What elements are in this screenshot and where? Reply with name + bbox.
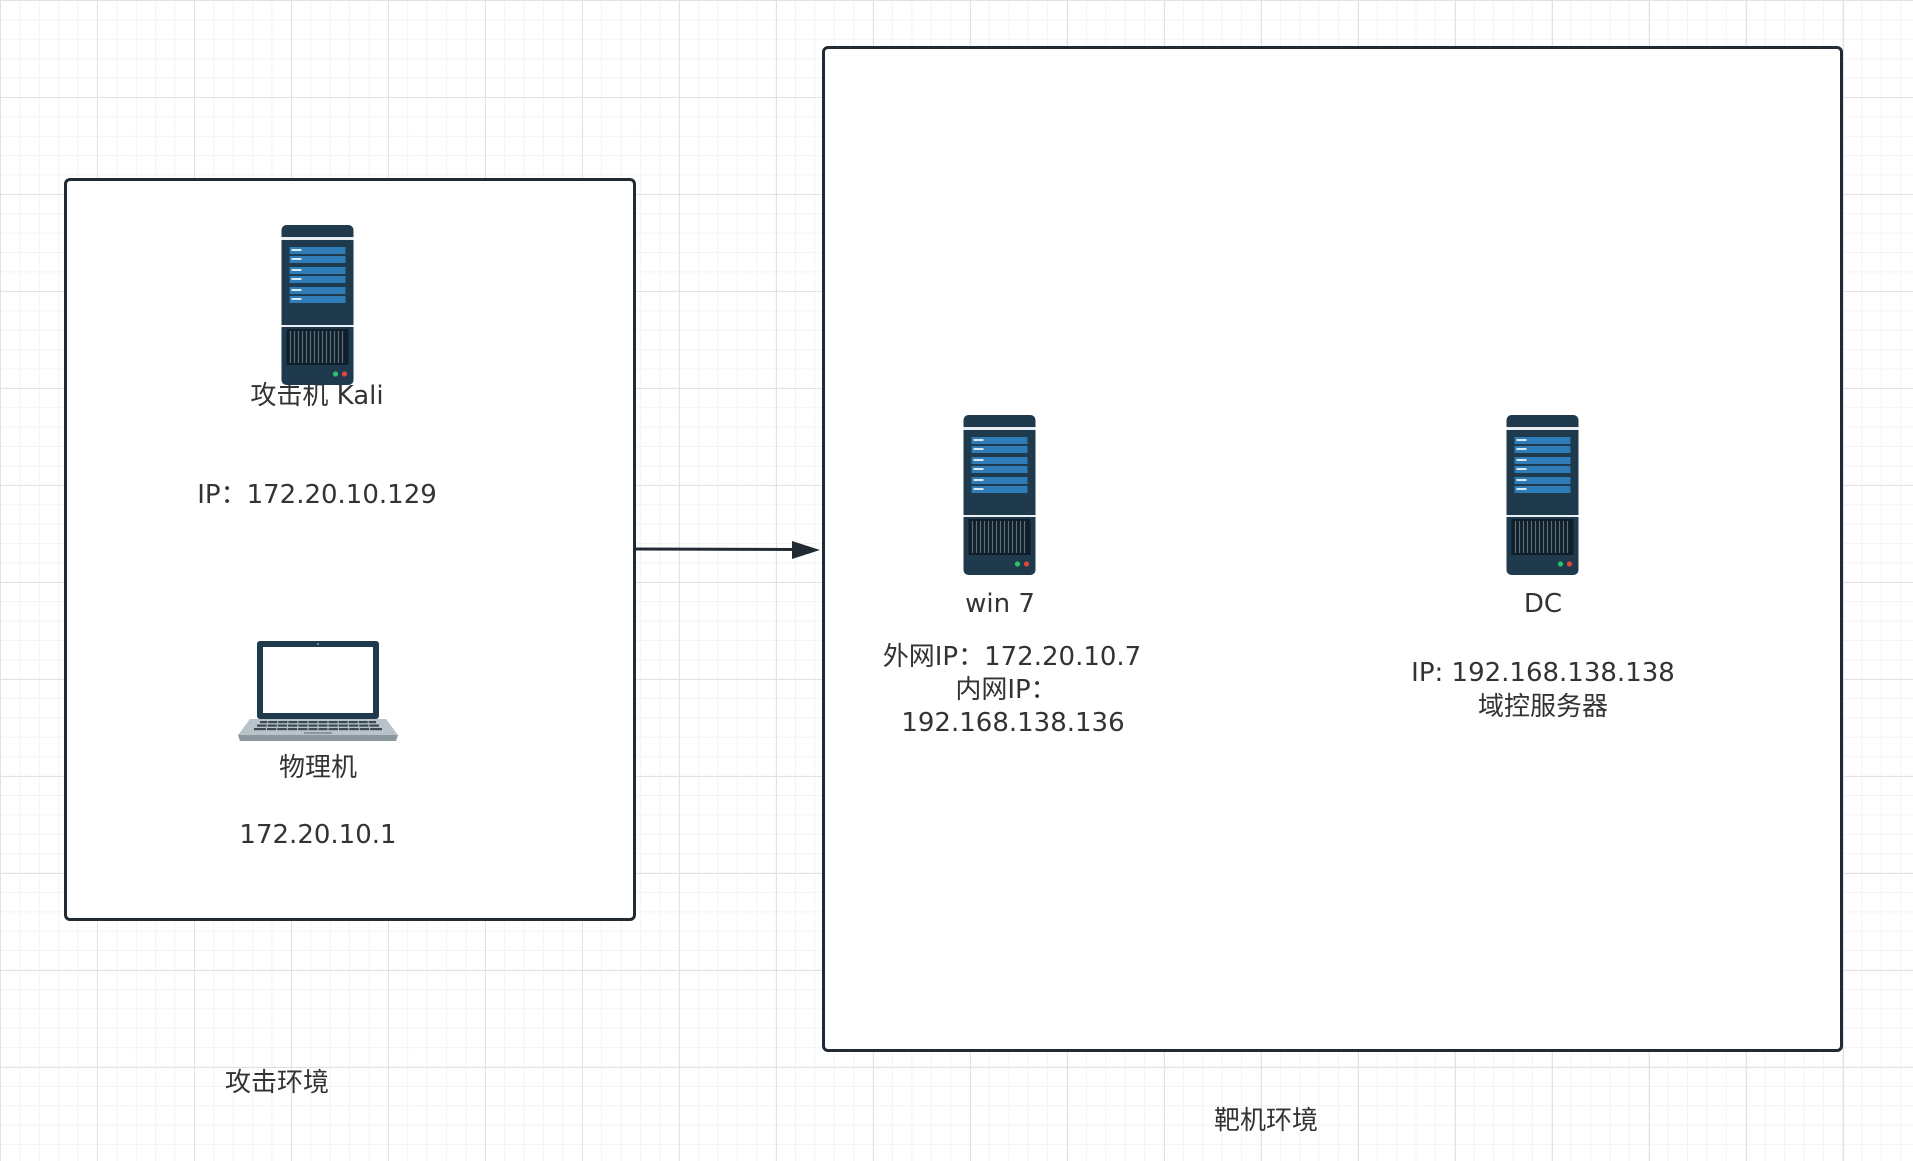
laptop-icon — [238, 641, 398, 741]
win7-name: win 7 — [965, 589, 1035, 619]
win7-lan-ip: 192.168.138.136 — [901, 708, 1125, 738]
attack-environment-label: 攻击环境 — [224, 1068, 329, 1098]
kali-ip: IP：172.20.10.129 — [197, 480, 437, 510]
server-icon — [963, 415, 1036, 575]
physical-name: 物理机 — [278, 753, 357, 783]
kali-name: 攻击机 Kali — [250, 381, 384, 411]
server-icon — [1506, 415, 1579, 575]
win7-wan-ip: 外网IP：172.20.10.7 — [882, 642, 1142, 672]
physical-ip: 172.20.10.1 — [239, 820, 397, 850]
dc-ip: IP: 192.168.138.138 — [1411, 658, 1675, 688]
target-environment-label: 靶机环境 — [1213, 1106, 1318, 1136]
dc-name: DC — [1523, 589, 1563, 619]
dc-role: 域控服务器 — [1477, 692, 1608, 722]
win7-lan-ip-label: 内网IP： — [955, 675, 1057, 705]
server-icon — [281, 225, 354, 385]
